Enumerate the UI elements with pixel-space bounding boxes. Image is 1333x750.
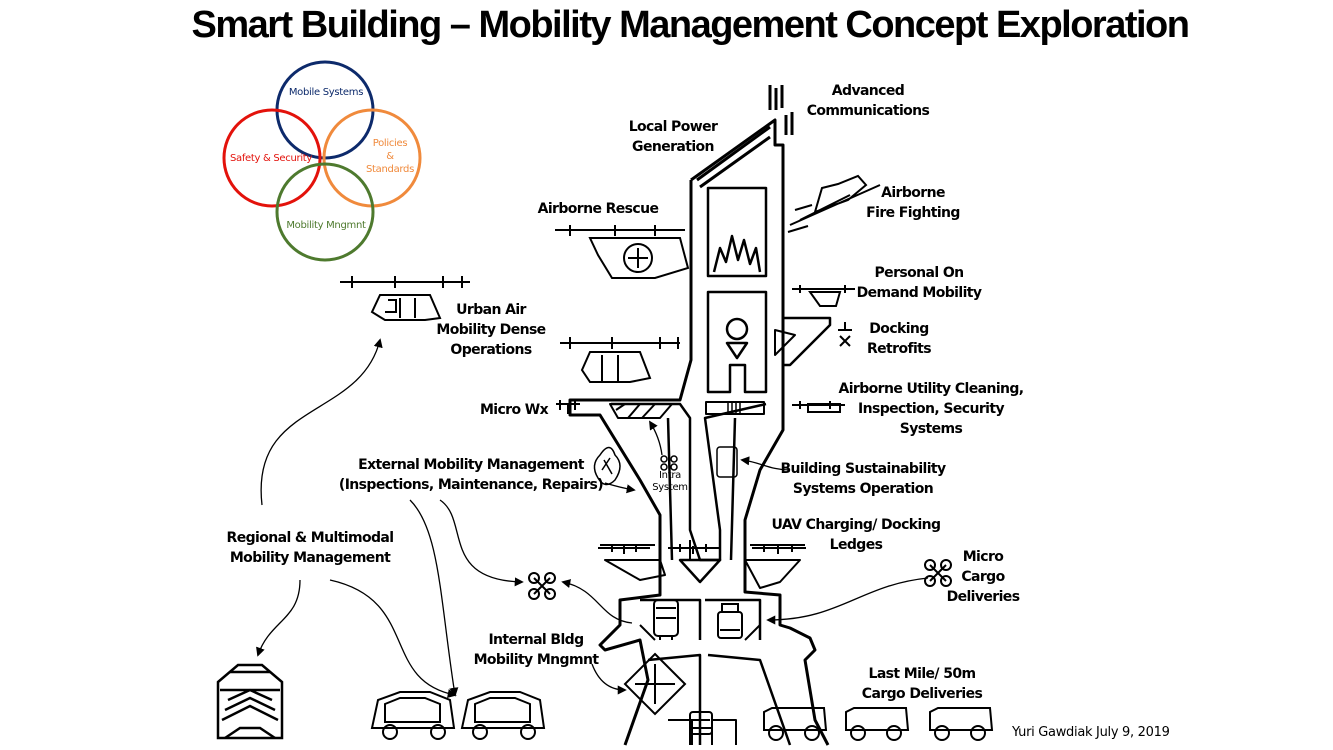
robot-icon-right: [717, 603, 743, 639]
venn-circle-safety-security: [222, 108, 322, 208]
venn-circle-mobility: [275, 162, 375, 262]
arrow-tower-to-drone: [561, 579, 633, 624]
arrow-intra-system: [649, 420, 663, 456]
label-airborne-utility: Airborne Utility Cleaning,Inspection, Se…: [838, 381, 1024, 437]
connector-arrows: [256, 338, 929, 699]
personal-aerial-vehicle-icon: [792, 285, 855, 307]
ledge-drones-icon: [598, 544, 806, 554]
arrow-building-sustainability: [740, 456, 791, 471]
venn-label-policies-1: Policies: [372, 138, 408, 149]
arrow-internal-bldg: [591, 663, 627, 695]
venn-label-policies-3: Standards: [365, 164, 414, 175]
fire-fighting-aircraft-icon: [787, 174, 881, 233]
delivery-vehicle-icon-1: [763, 707, 828, 741]
autonomous-car-icon-1: [370, 691, 456, 740]
micro-wx-icon: [556, 400, 580, 414]
delivery-vehicle-icon-2: [845, 707, 910, 741]
venn-label-mobility: Mobility Mngmnt: [286, 220, 366, 231]
arrow-external-to-drone: [439, 499, 524, 587]
arrow-regional-to-train: [256, 579, 301, 657]
robot-icon-left: [653, 599, 679, 640]
intra-system-drone-icon: [660, 455, 678, 471]
utility-drone-icon: [792, 401, 845, 413]
venn-label-policies-2: &: [386, 151, 394, 162]
vegetation-icon: [593, 446, 621, 486]
venn-diagram: [222, 60, 422, 262]
page-title: Smart Building – Mobility Management Con…: [191, 4, 1190, 46]
urban-air-vehicle-icon: [340, 276, 470, 321]
venn-label-safety-security: Safety & Security: [229, 153, 313, 164]
arrow-micro-cargo: [766, 577, 929, 625]
delivery-vehicle-icon-3: [929, 707, 994, 741]
arrow-external-to-cars: [409, 499, 459, 697]
venn-label-mobile-systems: Mobile Systems: [288, 87, 364, 98]
tablet-icon: [716, 446, 738, 478]
quad-drone-icon: [528, 572, 556, 600]
urban-air-vehicle-icon-2: [560, 337, 680, 383]
rescue-aircraft-icon: [555, 225, 690, 279]
autonomous-car-icon-2: [460, 691, 546, 740]
multidirection-icon: [623, 652, 687, 716]
arrow-external-to-tower: [604, 482, 636, 494]
label-airborne-rescue: Airborne Rescue: [537, 201, 659, 217]
label-external-mobility: External Mobility Management(Inspections…: [338, 457, 604, 493]
label-micro-wx: Micro Wx: [479, 402, 549, 418]
docking-retrofit-icon: [838, 322, 852, 347]
author-credit: Yuri Gawdiak July 9, 2019: [1012, 725, 1170, 740]
ground-robot-icon: [689, 711, 713, 735]
micro-cargo-drone-icon: [924, 559, 952, 587]
arrow-regional-to-urban-air: [260, 338, 383, 506]
train-icon: [216, 663, 284, 740]
arrow-regional-to-cars: [329, 579, 457, 699]
tower-outline: [568, 85, 832, 746]
